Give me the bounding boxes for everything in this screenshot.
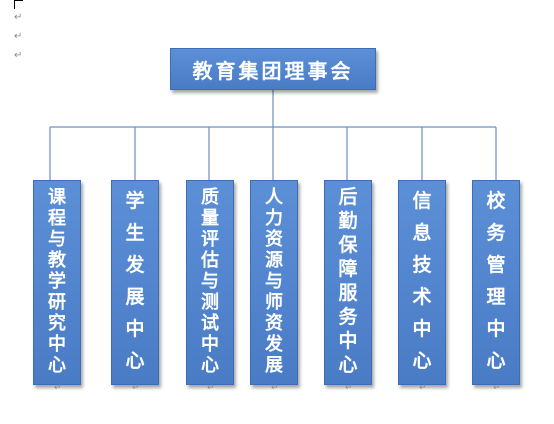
department-char: 心	[338, 354, 358, 376]
department-box: 校务管理中心	[472, 180, 520, 385]
paragraph-mark: ↵	[345, 383, 353, 393]
department-label: 质量评估与测试中心	[201, 187, 219, 376]
department-char: 与	[48, 229, 66, 250]
department-label: 课程与教学研究中心	[48, 187, 66, 376]
department-char: 信	[412, 190, 432, 212]
department-char: 技	[412, 254, 432, 276]
department-char: 中	[201, 334, 219, 355]
department-char: 人	[265, 187, 283, 208]
department-char: 力	[265, 208, 283, 229]
department-label: 学生发展中心	[125, 185, 144, 377]
department-char: 心	[201, 355, 219, 376]
department-char: 息	[412, 222, 432, 244]
department-char: 心	[412, 350, 432, 372]
paragraph-mark: ↵	[271, 383, 279, 393]
department-char: 中	[48, 334, 66, 355]
council-title: 教育集团理事会	[192, 58, 354, 83]
department-char: 教	[48, 250, 66, 271]
paragraph-mark: ↵	[419, 383, 427, 393]
department-char: 心	[125, 350, 145, 372]
department-char: 课	[48, 187, 66, 208]
department-char: 心	[48, 355, 66, 376]
council-title-box: 教育集团理事会	[170, 48, 376, 90]
department-char: 生	[125, 222, 145, 244]
department-char: 中	[338, 330, 358, 352]
department-char: 后	[338, 186, 358, 208]
department-char: 心	[486, 350, 506, 372]
department-label: 后勤保障服务中心	[338, 185, 357, 377]
department-char: 资	[265, 313, 283, 334]
department-box: 信息技术中心	[398, 180, 446, 385]
department-char: 测	[201, 292, 219, 313]
department-char: 发	[265, 334, 283, 355]
department-char: 中	[486, 318, 506, 340]
paragraph-mark: ↵	[14, 31, 23, 42]
department-char: 源	[265, 250, 283, 271]
department-char: 中	[412, 318, 432, 340]
paragraph-mark: ↵	[14, 12, 23, 23]
department-char: 理	[486, 286, 506, 308]
department-label: 校务管理中心	[486, 185, 505, 377]
department-char: 务	[486, 222, 506, 244]
department-char: 量	[201, 208, 219, 229]
department-char: 服	[338, 282, 358, 304]
department-box: 学生发展中心	[111, 180, 159, 385]
department-char: 务	[338, 306, 358, 328]
department-char: 展	[265, 355, 283, 376]
department-char: 障	[338, 258, 358, 280]
department-char: 管	[486, 254, 506, 276]
department-char: 校	[486, 190, 506, 212]
department-char: 试	[201, 313, 219, 334]
department-char: 究	[48, 313, 66, 334]
department-box: 人力资源与师资发展	[250, 180, 298, 385]
department-char: 与	[201, 271, 219, 292]
department-char: 程	[48, 208, 66, 229]
department-char: 师	[265, 292, 283, 313]
department-char: 评	[201, 229, 219, 250]
department-char: 展	[125, 286, 145, 308]
department-char: 研	[48, 292, 66, 313]
department-char: 学	[48, 271, 66, 292]
text-cursor	[14, 0, 23, 9]
department-char: 中	[125, 318, 145, 340]
department-char: 资	[265, 229, 283, 250]
department-char: 术	[412, 286, 432, 308]
paragraph-mark: ↵	[14, 50, 23, 61]
paragraph-mark: ↵	[132, 383, 140, 393]
department-label: 信息技术中心	[412, 185, 431, 377]
department-char: 保	[338, 234, 358, 256]
department-char: 勤	[338, 210, 358, 232]
department-char: 发	[125, 254, 145, 276]
department-box: 后勤保障服务中心	[324, 180, 372, 385]
department-char: 与	[265, 271, 283, 292]
paragraph-mark: ↵	[493, 383, 501, 393]
department-char: 质	[201, 187, 219, 208]
department-label: 人力资源与师资发展	[265, 187, 283, 376]
paragraph-mark: ↵	[54, 383, 62, 393]
department-box: 质量评估与测试中心	[186, 180, 234, 385]
department-char: 估	[201, 250, 219, 271]
paragraph-mark: ↵	[207, 383, 215, 393]
department-box: 课程与教学研究中心	[33, 180, 81, 385]
department-char: 学	[125, 190, 145, 212]
